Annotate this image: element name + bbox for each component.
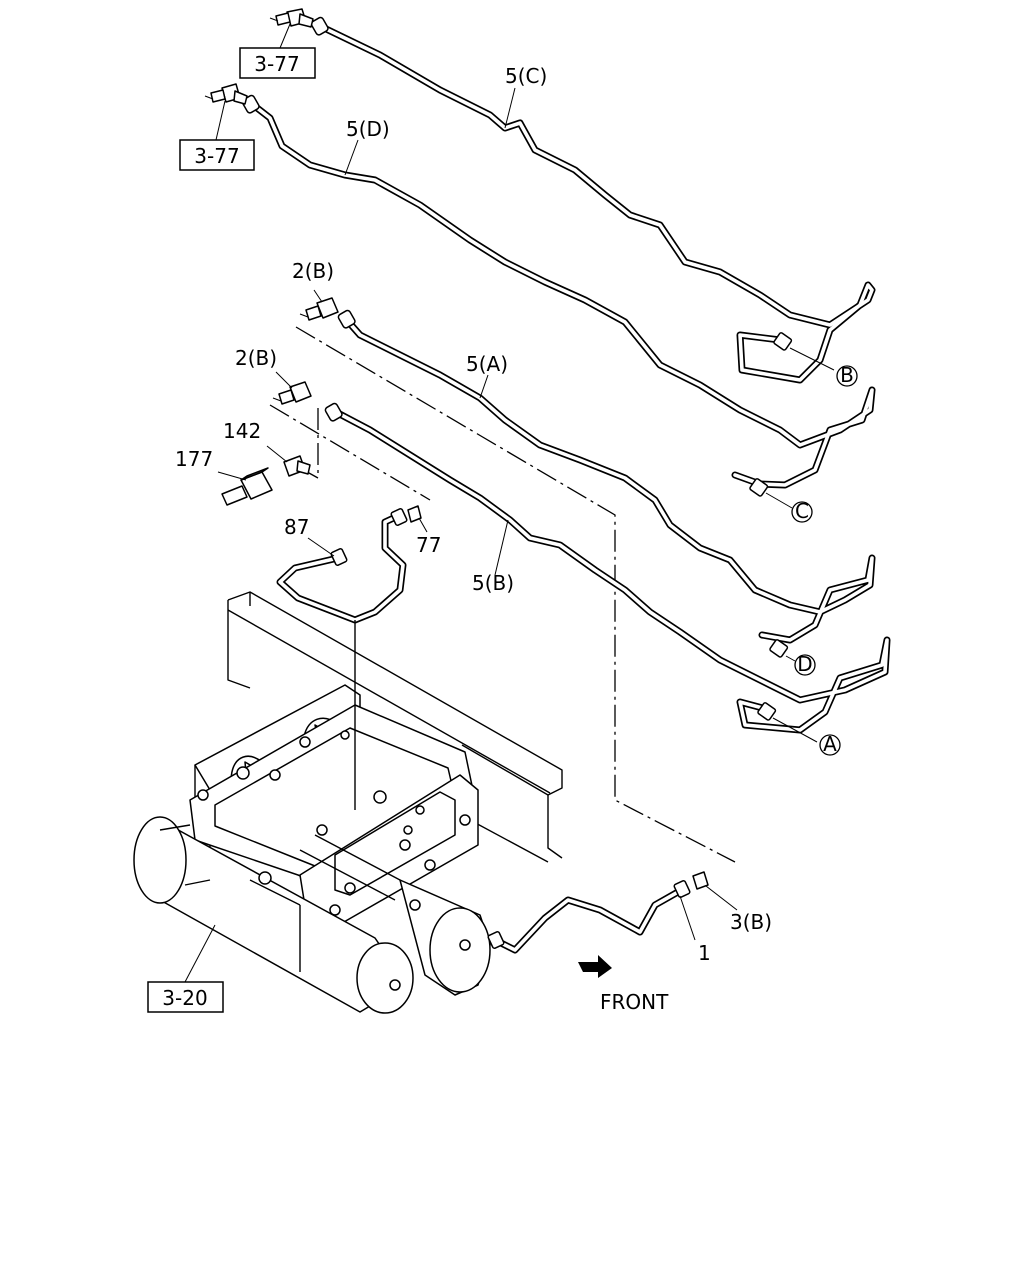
part-142-fitting (266, 445, 311, 477)
frame-rail (227, 591, 563, 863)
label-part-1: 1 (698, 941, 711, 965)
air-tank-left (133, 816, 414, 1014)
callout-a-circle (819, 734, 841, 756)
label-callout-b: B (840, 363, 854, 387)
label-part-142: 142 (223, 419, 261, 443)
pipe-5b (324, 402, 891, 734)
pipe-1 (487, 880, 696, 954)
fitting-d (769, 639, 796, 662)
fitting-c (749, 478, 793, 509)
nut-77 (407, 505, 428, 533)
ref-box-3-77-top (239, 47, 316, 79)
label-pipe-5d: 5(D) (346, 117, 390, 141)
valve-bracket-assembly (189, 620, 479, 931)
fitting-a (757, 702, 818, 743)
label-ref-3-20: 3-20 (162, 986, 207, 1010)
label-part-87: 87 (284, 515, 309, 539)
label-ref-3-77-top: 3-77 (254, 52, 299, 76)
label-part-3b: 3(B) (730, 910, 772, 934)
callout-b-circle (836, 365, 858, 387)
leader-lines (344, 87, 516, 576)
label-pipe-5c: 5(C) (505, 64, 547, 88)
callout-d-circle (794, 654, 816, 676)
pipe-5a (337, 309, 876, 644)
ref-box-3-20 (147, 981, 224, 1013)
label-pipe-5b: 5(B) (472, 571, 514, 595)
front-arrow-icon (578, 955, 612, 978)
pipe-87 (276, 508, 408, 624)
label-pipe-5a: 5(A) (466, 352, 508, 376)
label-connector-2b-upper: 2(B) (292, 259, 334, 283)
pipe-5d (241, 94, 876, 489)
ref-box-3-77-second (179, 139, 255, 171)
connector-2b-upper (299, 289, 339, 321)
air-tank-right (399, 879, 491, 996)
label-part-177: 177 (175, 447, 213, 471)
part-177-block (217, 467, 273, 506)
connector-2b-lower (272, 371, 312, 405)
label-callout-c: C (795, 499, 809, 523)
label-connector-2b-lower: 2(B) (235, 346, 277, 370)
pipe-5c (310, 16, 876, 384)
label-front: FRONT (600, 990, 669, 1014)
label-part-77: 77 (416, 533, 441, 557)
valve-3-77-top (269, 8, 314, 49)
fitting-b (773, 332, 835, 371)
callout-c-circle (791, 501, 813, 523)
label-callout-a: A (823, 732, 837, 756)
label-ref-3-77-second: 3-77 (194, 144, 239, 168)
label-callout-d: D (797, 652, 812, 676)
valve-3-77-second (204, 83, 248, 141)
nut-3b (692, 871, 738, 911)
